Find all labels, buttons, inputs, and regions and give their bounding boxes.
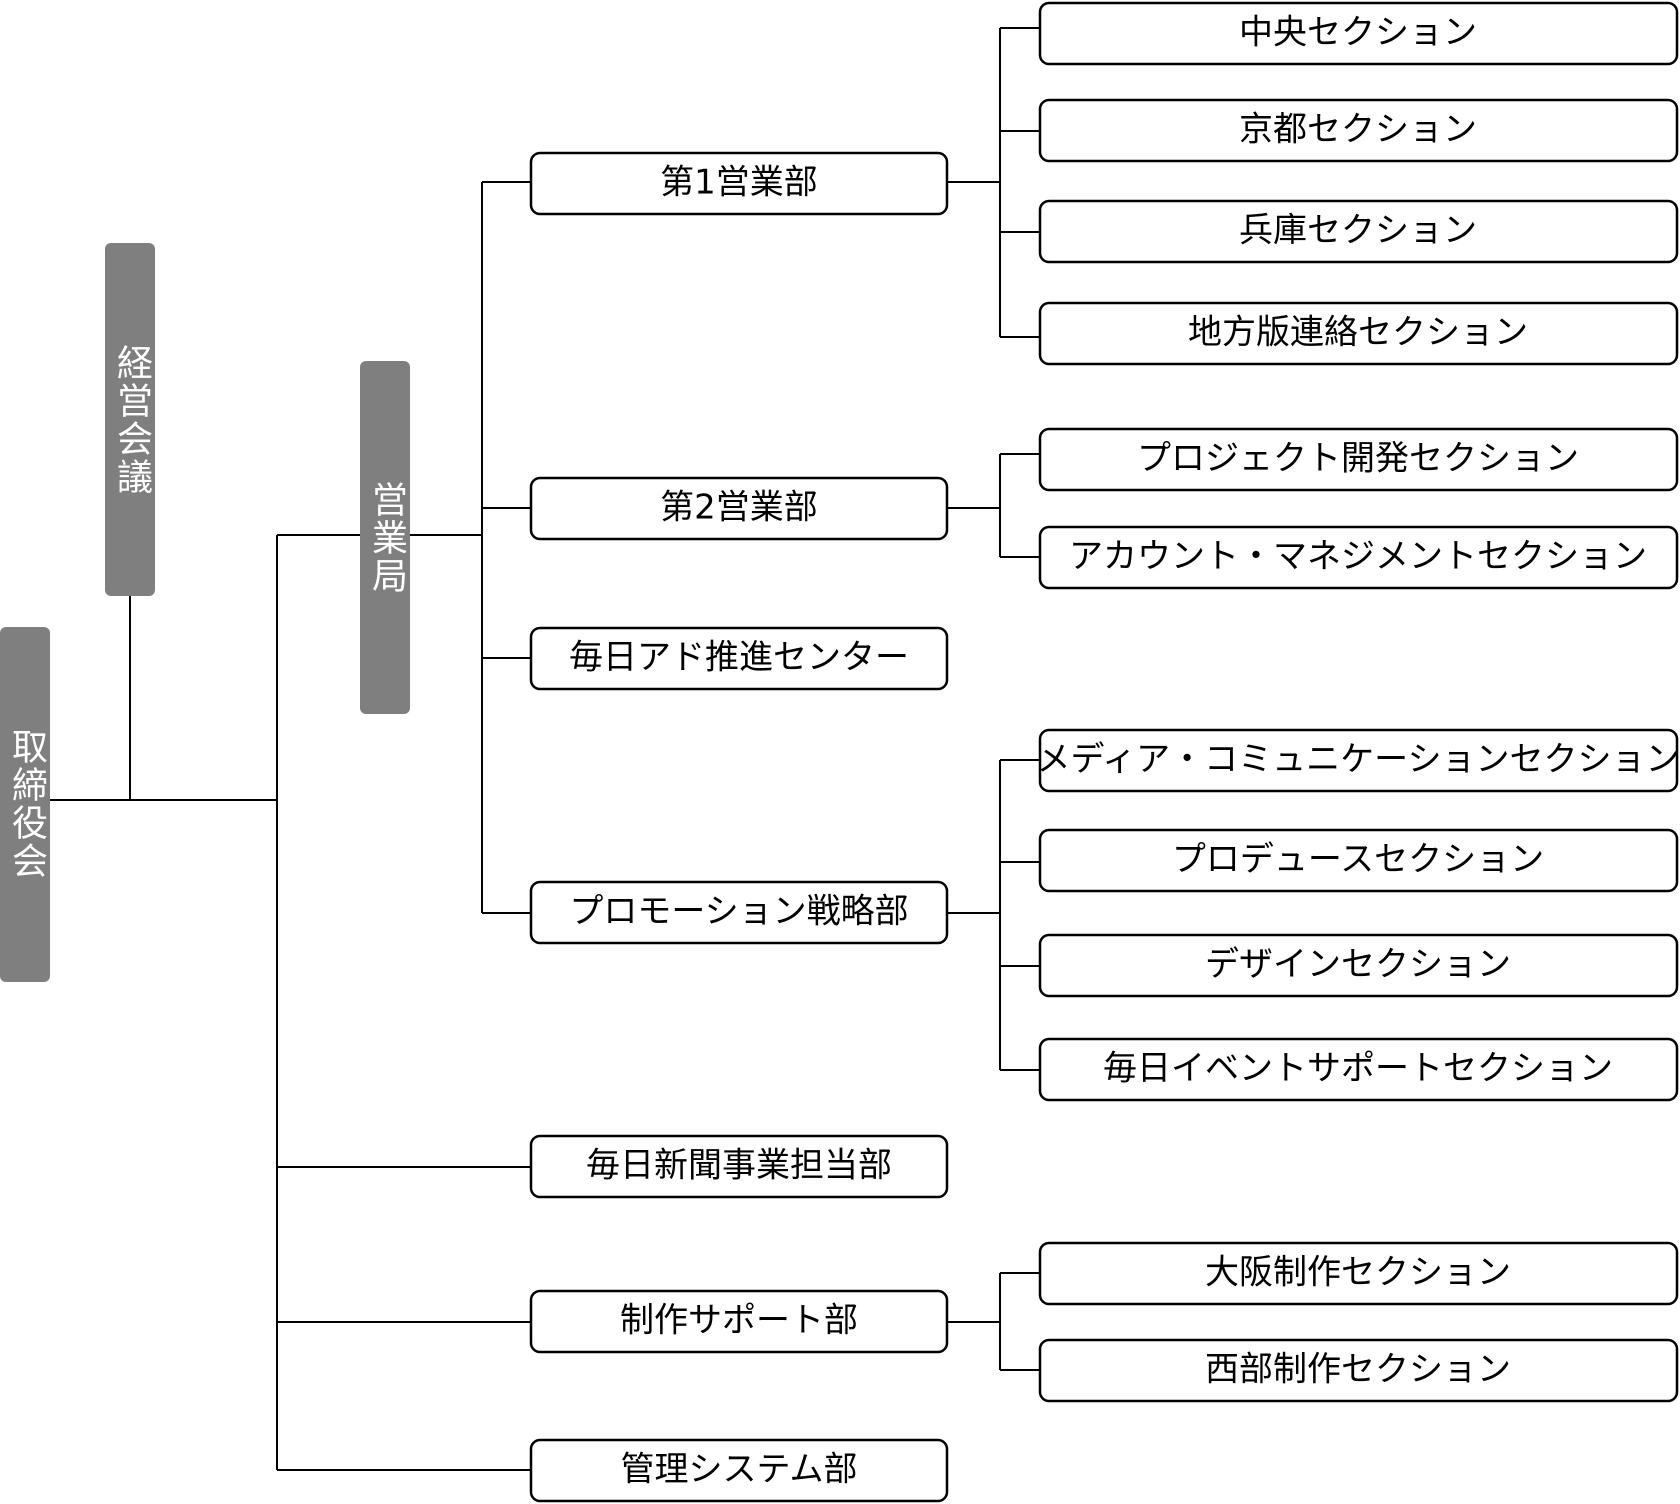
section-label: 地方版連絡セクション (1188, 313, 1528, 353)
connectors (50, 27, 1040, 1471)
section-label: 西部制作セクション (1205, 1350, 1511, 1390)
section-node: アカウント・マネジメントセクション (1038, 525, 1679, 590)
section-node: 地方版連絡セクション (1038, 301, 1679, 366)
section-node: メディア・コミュニケーションセクション (1037, 728, 1680, 793)
management-meeting-label: 経営会議 (111, 344, 152, 496)
department-node-1: 第1営業部 (529, 151, 949, 216)
section-node: プロデュースセクション (1038, 828, 1679, 893)
board-node: 取締役会 (0, 627, 50, 982)
sales-bureau-label: 営業局 (366, 481, 407, 595)
section-node: 京都セクション (1038, 98, 1679, 163)
section-label: 中央セクション (1239, 13, 1477, 53)
section-label: アカウント・マネジメントセクション (1069, 537, 1647, 577)
section-label: 兵庫セクション (1239, 211, 1477, 251)
section-label: デザインセクション (1205, 945, 1511, 985)
management-meeting-node: 経営会議 (105, 243, 155, 596)
section-label: 毎日イベントサポートセクション (1103, 1049, 1613, 1089)
section-label: 京都セクション (1239, 110, 1477, 150)
other-department-node-1: 毎日新聞事業担当部 (529, 1134, 949, 1199)
department-node-4: プロモーション戦略部 (529, 880, 949, 945)
other-department-node-2: 制作サポート部 (529, 1289, 949, 1354)
department-label: 第1営業部 (660, 163, 818, 203)
section-node: プロジェクト開発セクション (1038, 427, 1679, 492)
department-label: 管理システム部 (621, 1450, 858, 1490)
section-label: メディア・コミュニケーションセクション (1037, 740, 1680, 780)
section-node: デザインセクション (1038, 933, 1679, 998)
department-node-3: 毎日アド推進センター (529, 626, 949, 691)
section-node: 中央セクション (1038, 1, 1679, 66)
section-node: 毎日イベントサポートセクション (1038, 1037, 1679, 1102)
section-label: 大阪制作セクション (1205, 1253, 1511, 1293)
department-label: 毎日新聞事業担当部 (586, 1146, 892, 1186)
board-label: 取締役会 (6, 728, 47, 880)
department-label: プロモーション戦略部 (569, 892, 908, 932)
section-node: 大阪制作セクション (1038, 1241, 1679, 1306)
department-node-2: 第2営業部 (529, 476, 949, 541)
other-department-node-3: 管理システム部 (529, 1438, 949, 1503)
department-label: 第2営業部 (660, 488, 818, 528)
section-node: 兵庫セクション (1038, 199, 1679, 264)
section-label: プロジェクト開発セクション (1137, 439, 1579, 479)
department-label: 制作サポート部 (620, 1301, 858, 1341)
section-node: 西部制作セクション (1038, 1338, 1679, 1403)
sales-bureau-node: 営業局 (360, 361, 410, 714)
section-label: プロデュースセクション (1172, 840, 1544, 880)
department-label: 毎日アド推進センター (569, 638, 909, 678)
